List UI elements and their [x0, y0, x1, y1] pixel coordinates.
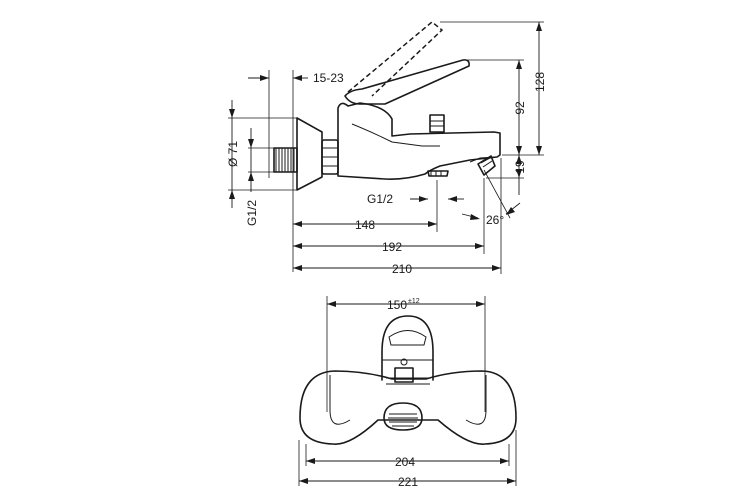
front-view-dimensions: 150 ±12 204 221	[298, 296, 517, 489]
side-view	[273, 21, 501, 191]
lever-raised-outline	[347, 21, 444, 97]
front-view	[299, 315, 517, 445]
lever-handle	[344, 59, 470, 105]
dim-210: 210	[392, 262, 412, 276]
dim-204: 204	[395, 455, 415, 469]
mixer-body	[337, 102, 501, 180]
dim-192: 192	[382, 240, 402, 254]
dim-g12-mid: G1/2	[367, 192, 393, 206]
dim-150: 150	[387, 298, 407, 312]
dim-92: 92	[513, 101, 527, 115]
dim-26-deg: 26°	[486, 213, 504, 227]
diverter-knob	[429, 114, 445, 133]
dim-148: 148	[355, 218, 375, 232]
front-aerator	[383, 402, 423, 431]
dim-150-tolerance: ±12	[408, 298, 420, 305]
side-view-dimensions: 15-23 128 92 19 Ø 71 G1/2 G1/2	[226, 21, 547, 276]
front-handle	[381, 315, 434, 381]
dim-128: 128	[533, 72, 547, 92]
wall-flange	[296, 117, 323, 191]
front-diverter-knob	[394, 367, 414, 383]
front-body	[299, 370, 517, 445]
dim-19: 19	[513, 160, 527, 174]
dim-221: 221	[398, 475, 418, 489]
spout-outlet	[477, 155, 496, 176]
dim-15-23: 15-23	[313, 71, 344, 85]
dim-g12-left: G1/2	[245, 200, 259, 226]
dim-diameter-71: Ø 71	[226, 141, 240, 167]
